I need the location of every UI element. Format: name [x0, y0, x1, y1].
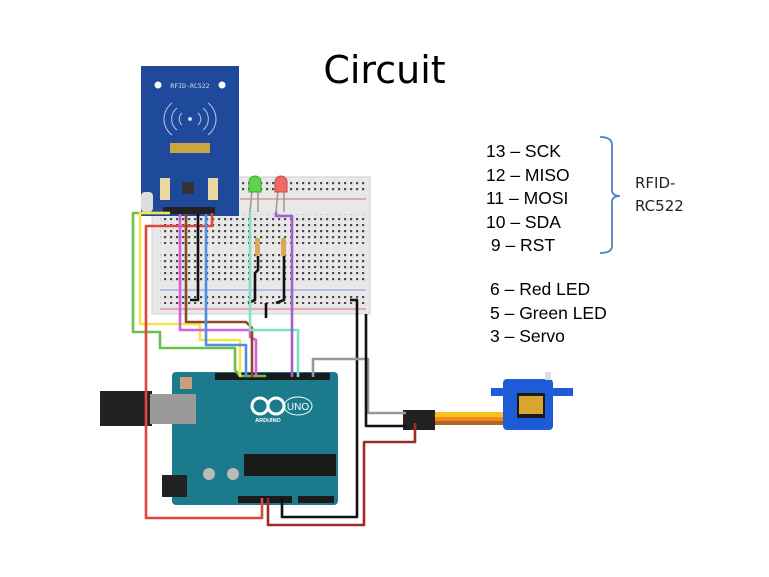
wire-purple-red-led	[274, 212, 294, 377]
resistor-red-led	[281, 238, 286, 256]
pin-label: 3 – Servo	[490, 326, 565, 346]
pin-label: 6 – Red LED	[490, 279, 591, 299]
wire-black-gnd	[280, 298, 359, 519]
servo-motor	[403, 372, 573, 430]
rfid-board-label: RFID-RC522	[170, 82, 209, 90]
wire-cyan-green-led	[248, 212, 300, 377]
wire-black-led-gnd	[247, 256, 260, 305]
wire-black-servo-gnd	[364, 314, 406, 428]
wire-magenta-miso	[178, 214, 258, 377]
wire-black-gnd-rfid	[190, 214, 200, 302]
pin-label: 11 – MOSI	[486, 188, 569, 208]
green-led	[248, 175, 262, 213]
wire-yellow-sda	[138, 211, 242, 377]
antenna-icon	[163, 102, 217, 136]
arduino-uno-board: UNO ARDUINO	[162, 372, 338, 505]
pin-label: 9 – RST	[486, 235, 556, 255]
usb-cable	[100, 391, 196, 426]
rfid-pins-bracket	[599, 136, 621, 254]
wire-black-led-gnd	[275, 256, 286, 305]
pin-label: 13 – SCK	[486, 141, 561, 161]
red-led	[274, 175, 288, 213]
slide-title: Circuit	[323, 48, 446, 92]
rfid-rc522-board: RFID-RC522	[141, 66, 239, 216]
wire-red-3v3	[144, 213, 264, 520]
wires	[131, 211, 417, 527]
wire-darkred-servo-power	[266, 423, 417, 527]
rfid-group-label: RFID- RC522	[635, 172, 705, 218]
rfid-group-label-line2: RC522	[635, 197, 684, 215]
rfid-group-label-line1: RFID-	[635, 174, 676, 192]
resistor-green-led	[255, 238, 260, 256]
wire-brown-sck	[184, 214, 254, 377]
arduino-model-label: UNO	[287, 402, 309, 413]
pin-label: 10 – SDA	[486, 211, 561, 232]
arduino-brand-label: ARDUINO	[255, 418, 281, 424]
wire-blue-mosi	[204, 214, 248, 377]
pin-label: 5 – Green LED	[490, 302, 607, 323]
rfid-pin-list: 13 – SCK 12 – MISO 11 – MOSI 10 – SDA 9 …	[486, 140, 570, 258]
other-pin-list: 6 – Red LED 5 – Green LED 3 – Servo	[490, 278, 607, 349]
wire-grey-servo-signal	[311, 357, 406, 415]
pin-label: 12 – MISO	[486, 164, 570, 185]
